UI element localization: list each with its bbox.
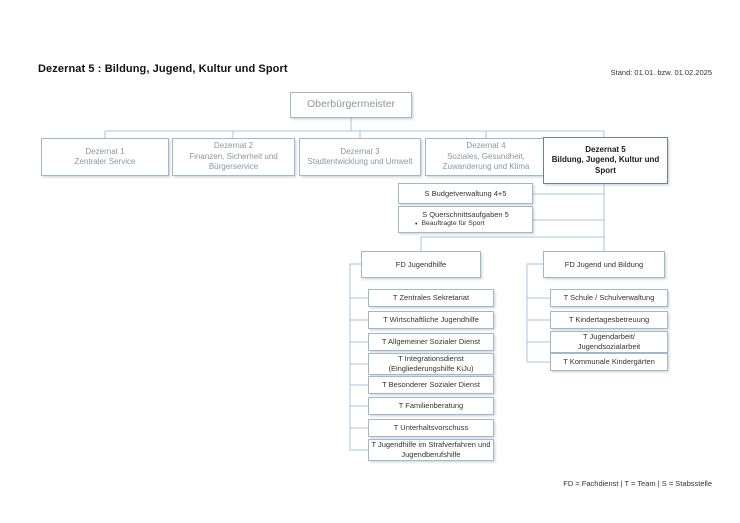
box-label: FD Jugend und Bildung xyxy=(564,259,644,269)
box-team-unterhaltsvorschuss: T Unterhaltsvorschuss xyxy=(368,419,494,437)
box-label: Oberbürgermeister xyxy=(306,98,396,111)
box-team-wirtschaftliche-jugendhilfe: T Wirtschaftliche Jugendhilfe xyxy=(368,311,494,329)
box-label: T Unterhaltsvorschuss xyxy=(393,423,469,433)
dezernat-name: Dezernat 3 xyxy=(340,146,380,156)
box-fd-jugendhilfe: FD Jugendhilfe xyxy=(361,251,481,278)
box-label: T Allgemeiner Sozialer Dienst xyxy=(381,337,481,347)
box-team-zentrales-sekretariat: T Zentrales Sekretariat xyxy=(368,289,494,307)
box-label: FD Jugendhilfe xyxy=(395,259,447,269)
abbreviation-legend: FD = Fachdienst | T = Team | S = Stabsst… xyxy=(563,479,712,488)
box-team-kommunale-kindergaerten: T Kommunale Kindergärten xyxy=(550,353,668,371)
dezernat-description: Bildung, Jugend, Kultur und Sport xyxy=(551,155,660,175)
date-note: Stand: 01.01. bzw. 01.02.2025 xyxy=(610,68,712,77)
box-label: T Jugendhilfe im Strafverfahren und Juge… xyxy=(371,440,491,459)
box-team-jugendhilfe-strafverfahren: T Jugendhilfe im Strafverfahren und Juge… xyxy=(368,439,494,461)
box-stabsstelle-querschnittsaufgaben: S Querschnittsaufgaben 5 Beauftragte für… xyxy=(398,206,533,233)
box-team-integrationsdienst: T Integrationsdienst (Eingliederungshilf… xyxy=(368,353,494,375)
box-dezernat-3: Dezernat 3 Stadtentwicklung und Umwelt xyxy=(299,138,421,176)
box-team-allgemeiner-sozialer-dienst: T Allgemeiner Sozialer Dienst xyxy=(368,333,494,351)
box-label: T Kindertagesbetreuung xyxy=(568,315,650,325)
dezernat-name: Dezernat 1 xyxy=(85,146,125,156)
page-title: Dezernat 5 : Bildung, Jugend, Kultur und… xyxy=(38,63,288,75)
box-dezernat-5: Dezernat 5 Bildung, Jugend, Kultur und S… xyxy=(543,137,668,184)
box-stabsstelle-budgetverwaltung: S Budgetverwaltung 4+5 xyxy=(398,183,533,204)
box-label: T Wirtschaftliche Jugendhilfe xyxy=(383,315,479,325)
box-label: T Jugendarbeit/ Jugendsozialarbeit xyxy=(577,332,641,351)
box-team-familienberatung: T Familienberatung xyxy=(368,397,494,415)
dezernat-name: Dezernat 2 xyxy=(213,141,254,151)
box-team-besonderer-sozialer-dienst: T Besonderer Sozialer Dienst xyxy=(368,376,494,394)
dezernat-name: Dezernat 4 xyxy=(466,141,506,151)
box-label: S Budgetverwaltung 4+5 xyxy=(424,188,507,198)
box-fd-jugend-und-bildung: FD Jugend und Bildung xyxy=(543,251,665,278)
dezernat-description: Stadtentwicklung und Umwelt xyxy=(307,157,413,166)
box-dezernat-1: Dezernat 1 Zentraler Service xyxy=(41,138,169,176)
box-oberbuergermeister: Oberbürgermeister xyxy=(290,92,412,118)
box-team-jugendarbeit-jugendsozialarbeit: T Jugendarbeit/ Jugendsozialarbeit xyxy=(550,331,668,353)
box-label: T Integrationsdienst (Eingliederungshilf… xyxy=(388,354,474,373)
dezernat-description: Finanzen, Sicherheit und Bürgerservice xyxy=(189,151,278,172)
box-label: T Zentrales Sekretariat xyxy=(392,293,470,303)
box-label: T Schule / Schulverwaltung xyxy=(563,293,655,303)
box-dezernat-2: Dezernat 2 Finanzen, Sicherheit und Bürg… xyxy=(172,138,295,176)
dezernat-name: Dezernat 5 xyxy=(585,144,626,154)
box-dezernat-4: Dezernat 4 Soziales, Gesundheit, Zuwande… xyxy=(425,138,547,176)
box-team-schule-schulverwaltung: T Schule / Schulverwaltung xyxy=(550,289,668,307)
box-label: T Familienberatung xyxy=(398,401,464,411)
dezernat-description: Zentraler Service xyxy=(74,157,136,166)
box-label: T Kommunale Kindergärten xyxy=(563,357,655,367)
box-team-kindertagesbetreuung: T Kindertagesbetreuung xyxy=(550,311,668,329)
dezernat-description: Soziales, Gesundheit, Zuwanderung und Kl… xyxy=(442,151,530,172)
bullet-item: Beauftragte für Sport xyxy=(415,220,484,229)
box-label: S Querschnittsaufgaben 5 xyxy=(422,209,509,219)
box-label: T Besonderer Sozialer Dienst xyxy=(382,380,480,390)
